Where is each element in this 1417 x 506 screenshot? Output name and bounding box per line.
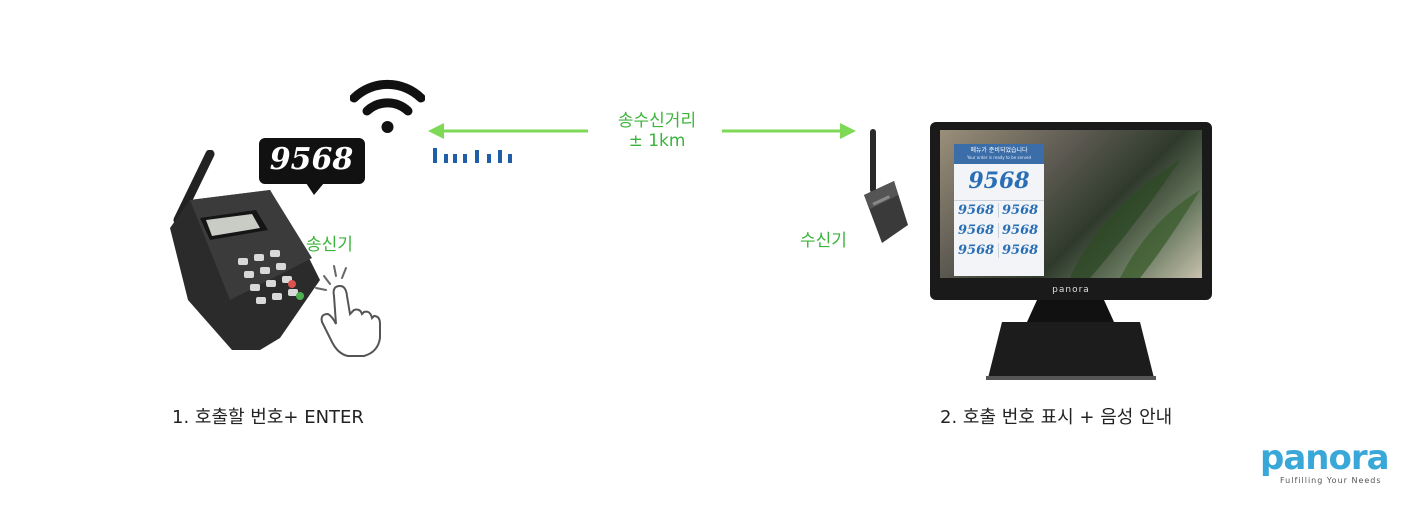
logo-tagline: Fulfilling Your Needs	[1280, 476, 1382, 485]
number-speech-bubble	[259, 138, 365, 195]
transmitter-label: 송신기	[306, 235, 353, 255]
grid-number: 9568	[1002, 243, 1039, 258]
arrow-right	[722, 123, 856, 139]
monitor-screen: 메뉴가 준비되었습니다 Your order is ready to be se…	[940, 130, 1202, 278]
logo-wordmark: panora	[1260, 438, 1390, 478]
grid-number: 9568	[958, 223, 999, 238]
grid-number: 9568	[958, 243, 999, 258]
step1-caption: 1. 호출할 번호+ ENTER	[172, 407, 364, 428]
monitor-stand	[986, 300, 1156, 380]
range-label-line1: 송수신거리	[617, 111, 697, 131]
receiver-label: 수신기	[800, 231, 847, 251]
transmitter-device	[170, 150, 320, 350]
monitor: 메뉴가 준비되었습니다 Your order is ready to be se…	[930, 122, 1212, 300]
bubble-number: 9568	[269, 142, 354, 177]
signal-bars-icon	[433, 148, 512, 163]
call-board-header-kr: 메뉴가 준비되었습니다	[970, 147, 1028, 154]
arrow-left	[428, 123, 588, 139]
plant-leaves-image	[1070, 160, 1200, 278]
monitor-brand: panora	[1052, 285, 1090, 295]
call-board-main-number: 9568	[968, 168, 1030, 194]
call-board: 메뉴가 준비되었습니다 Your order is ready to be se…	[954, 144, 1044, 276]
panora-logo: panora Fulfilling Your Needs	[1260, 440, 1390, 485]
call-board-header-en: Your order is ready to be served	[967, 155, 1031, 160]
grid-number: 9568	[1002, 203, 1039, 218]
call-board-grid: 9568 9568 9568 9568 9568 9568	[954, 200, 1044, 260]
wifi-icon	[350, 79, 425, 133]
range-label-line2: ± 1km	[628, 131, 686, 151]
receiver-device	[864, 129, 908, 243]
grid-number: 9568	[1002, 223, 1039, 238]
pointing-hand-icon	[315, 265, 381, 357]
grid-number: 9568	[958, 203, 999, 218]
step2-caption: 2. 호출 번호 표시 + 음성 안내	[940, 407, 1173, 428]
